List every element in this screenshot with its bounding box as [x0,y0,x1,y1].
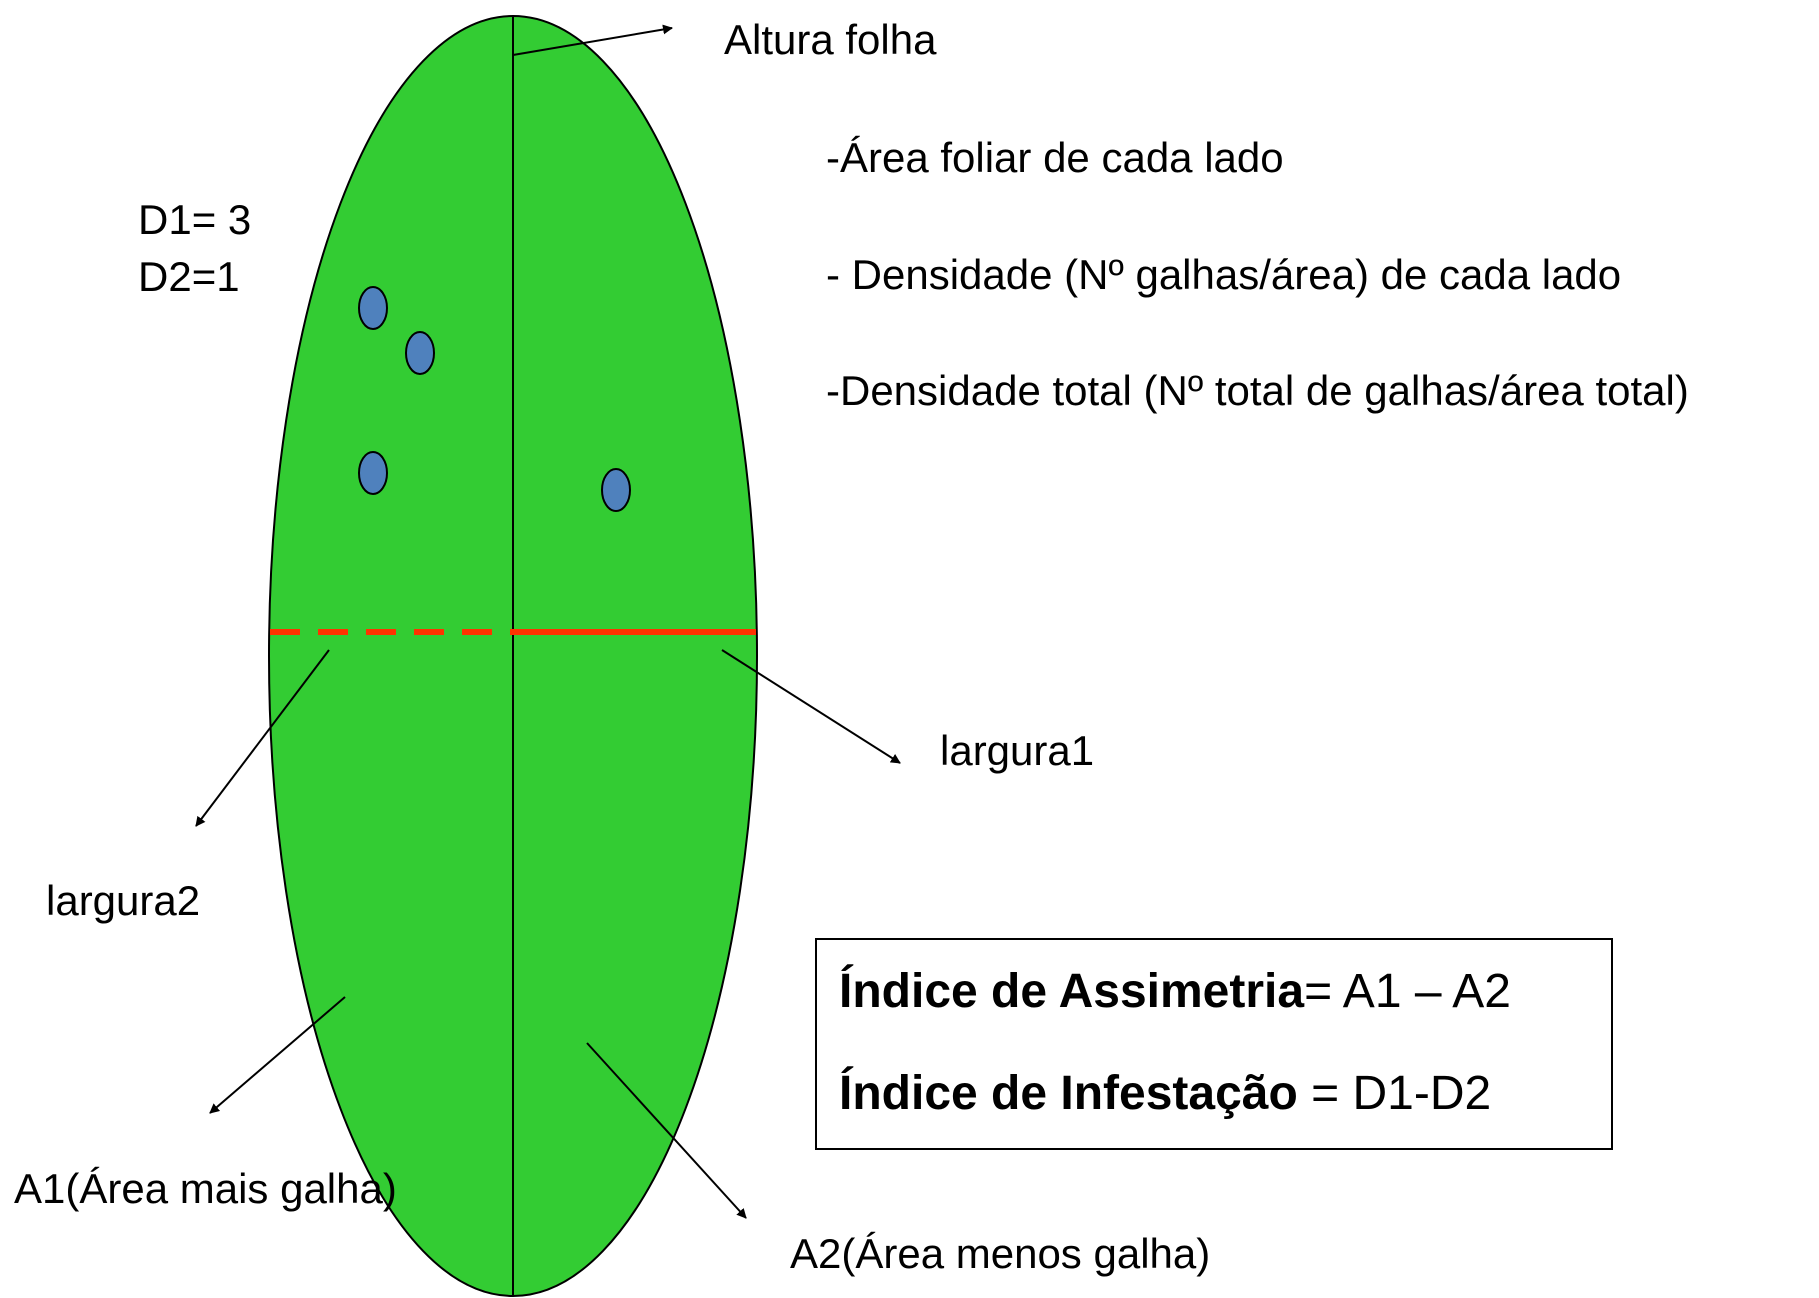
gall-dot [358,286,388,330]
assimetria-expression: = A1 – A2 [1304,965,1511,1018]
largura2-label: largura2 [46,877,201,924]
formula-box: Índice de Assimetria= A1 – A2 Índice de … [815,938,1613,1150]
d2-label: D2=1 [138,253,240,300]
formula-assimetria: Índice de Assimetria= A1 – A2 [839,964,1511,1019]
arrow-a1 [209,996,346,1114]
gall-dot [405,331,435,375]
assimetria-title: Índice de Assimetria [839,965,1305,1018]
infestacao-expression: = D1-D2 [1297,1067,1492,1120]
arrow-altura [512,24,673,56]
infestacao-title: Índice de Infestação [839,1067,1298,1120]
a1-label: A1(Área mais galha) [14,1165,397,1212]
largura1-label: largura1 [940,727,1095,774]
arrow-largura1 [721,649,901,764]
a2-label: A2(Área menos galha) [790,1230,1211,1277]
altura-label: Altura folha [724,16,937,63]
gall-dot [358,451,388,495]
arrow-largura2 [195,649,330,827]
note-area-foliar: -Área foliar de cada lado [826,134,1284,181]
note-densidade-lado: - Densidade (Nº galhas/área) de cada lad… [826,251,1622,298]
formula-infestacao: Índice de Infestação = D1-D2 [839,1066,1491,1121]
note-densidade-total: -Densidade total (Nº total de galhas/áre… [826,367,1689,414]
gall-dot [601,468,631,512]
arrow-a2 [586,1042,747,1219]
d1-label: D1= 3 [138,196,252,243]
